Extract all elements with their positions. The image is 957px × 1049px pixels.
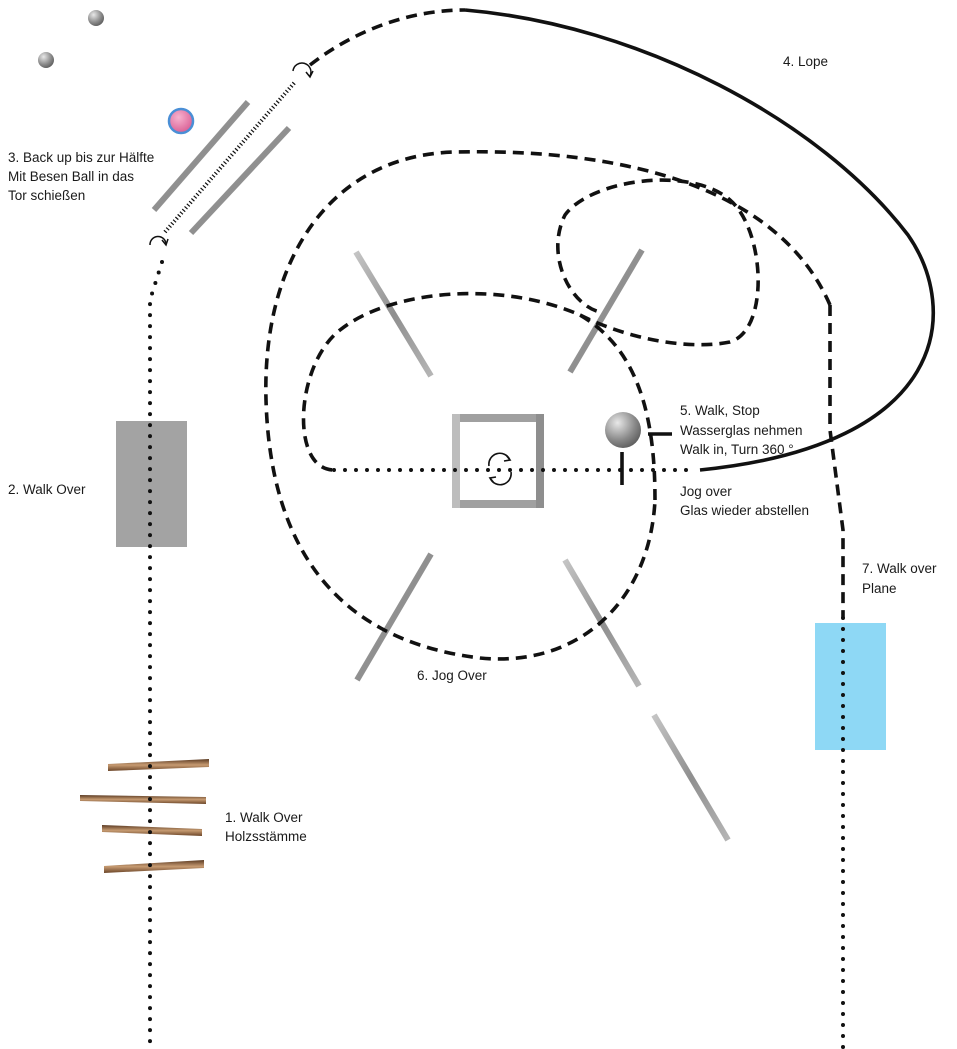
pole xyxy=(567,248,645,374)
step4-label: 4. Lope xyxy=(783,54,828,69)
log xyxy=(108,759,209,771)
rotate-arrows-icon xyxy=(488,452,512,486)
step3-label-line3: Tor schießen xyxy=(8,188,85,203)
walkover-mat xyxy=(116,421,187,547)
step2-label: 2. Walk Over xyxy=(8,482,86,497)
step3-label-line2: Mit Besen Ball in das xyxy=(8,169,134,184)
pink-ball xyxy=(167,107,195,135)
turn-box xyxy=(452,414,544,508)
step5-label-line2: Wasserglas nehmen xyxy=(680,423,803,438)
step5-label-line1: 5. Walk, Stop xyxy=(680,403,760,418)
backup-path xyxy=(163,80,297,234)
lope-solid xyxy=(464,8,935,472)
step3-label-line1: 3. Back up bis zur Hälfte xyxy=(8,150,154,165)
curved-arrow-icon xyxy=(161,238,169,247)
jog-outer xyxy=(264,149,832,661)
step6-label: 6. Jog Over xyxy=(417,668,487,683)
step5-label-line5: Glas wieder abstellen xyxy=(680,503,809,518)
pole xyxy=(354,552,434,682)
jog-down xyxy=(828,305,845,618)
lope-dashed xyxy=(308,8,466,67)
plane xyxy=(815,623,886,750)
jog-loop xyxy=(556,178,760,347)
sphere-icon xyxy=(605,412,641,448)
step7-label-line1: 7. Walk over xyxy=(862,561,937,576)
pole xyxy=(651,713,731,842)
walk-path-left xyxy=(148,260,164,1049)
step5-label-line3: Walk in, Turn 360 ° xyxy=(680,442,794,457)
step5-label-line4: Jog over xyxy=(680,484,732,499)
log xyxy=(102,825,202,836)
step1-label-line1: 1. Walk Over xyxy=(225,810,303,825)
gate-pole-right xyxy=(188,125,292,236)
log xyxy=(80,795,206,804)
small-ball-2 xyxy=(38,52,54,68)
log xyxy=(104,860,204,873)
curved-arrow-icon xyxy=(292,62,312,77)
jog-inner xyxy=(301,291,657,501)
curved-arrow-icon xyxy=(305,70,314,79)
curved-arrow-icon xyxy=(149,235,167,246)
gate-pole-left xyxy=(151,100,251,212)
step1-label-line2: Holzsstämme xyxy=(225,829,307,844)
pole xyxy=(353,250,434,378)
step7-label-line2: Plane xyxy=(862,581,897,596)
logs xyxy=(80,759,209,873)
small-ball-1 xyxy=(88,10,104,26)
